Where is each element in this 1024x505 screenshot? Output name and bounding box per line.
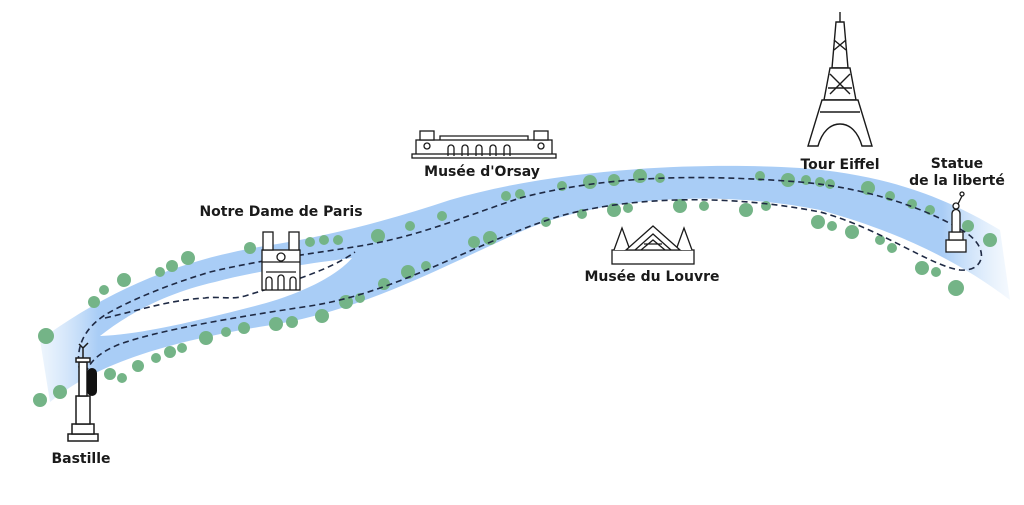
eiffel-tower-icon	[807, 12, 873, 147]
boat-icon	[87, 368, 97, 396]
statue-icon	[945, 191, 967, 253]
tree	[177, 343, 187, 353]
tree	[38, 328, 54, 344]
tree	[875, 235, 885, 245]
tree	[739, 203, 753, 217]
tree	[915, 261, 929, 275]
label-liberty-line2: de la liberté	[909, 173, 1005, 189]
tree	[53, 385, 67, 399]
tree	[315, 309, 329, 323]
boat-route-inner	[104, 251, 356, 319]
tree	[781, 173, 795, 187]
label-bastille: Bastille	[51, 451, 111, 467]
tree	[33, 393, 47, 407]
tree	[887, 243, 897, 253]
tree	[827, 221, 837, 231]
tree	[117, 273, 131, 287]
tree	[333, 235, 343, 245]
tree	[607, 203, 621, 217]
boat-route	[77, 176, 983, 377]
tree	[339, 295, 353, 309]
tree	[181, 251, 195, 265]
label-louvre: Musée du Louvre	[584, 269, 720, 285]
tree	[501, 191, 511, 201]
tree	[608, 174, 620, 186]
tree	[811, 215, 825, 229]
tree	[238, 322, 250, 334]
tree	[269, 317, 283, 331]
tree	[401, 265, 415, 279]
tree	[355, 293, 365, 303]
tree	[861, 181, 875, 195]
tree	[815, 177, 825, 187]
tree	[515, 189, 525, 199]
tree	[962, 220, 974, 232]
tree	[151, 353, 161, 363]
tree	[371, 229, 385, 243]
tree	[983, 233, 997, 247]
tree	[755, 171, 765, 181]
tree	[633, 169, 647, 183]
tree	[286, 316, 298, 328]
tree	[221, 327, 231, 337]
tree	[319, 235, 329, 245]
tree	[132, 360, 144, 372]
tree	[577, 209, 587, 219]
tree	[845, 225, 859, 239]
tree	[405, 221, 415, 231]
tree	[699, 201, 709, 211]
tree	[88, 296, 100, 308]
column-monument-icon	[67, 342, 99, 442]
tree	[99, 285, 109, 295]
tree	[948, 280, 964, 296]
tree	[305, 237, 315, 247]
tree	[244, 242, 256, 254]
tree	[164, 346, 176, 358]
tree	[155, 267, 165, 277]
riverbank-trees	[33, 169, 997, 407]
label-notre-dame: Notre Dame de Paris	[199, 204, 363, 220]
tree	[117, 373, 127, 383]
tree	[437, 211, 447, 221]
tree	[541, 217, 551, 227]
tree	[199, 331, 213, 345]
tree	[673, 199, 687, 213]
tree	[931, 267, 941, 277]
museum-building-icon	[411, 130, 557, 159]
label-liberty-line1: Statue	[930, 156, 984, 172]
tree	[104, 368, 116, 380]
tree	[483, 231, 497, 245]
river-seine	[40, 165, 1010, 402]
cathedral-icon	[261, 231, 301, 291]
label-eiffel: Tour Eiffel	[800, 157, 880, 173]
tree	[166, 260, 178, 272]
label-orsay: Musée d'Orsay	[424, 164, 540, 180]
tree	[761, 201, 771, 211]
pyramid-icon	[611, 225, 695, 265]
tree	[825, 179, 835, 189]
tree	[583, 175, 597, 189]
tree	[468, 236, 480, 248]
tree	[623, 203, 633, 213]
